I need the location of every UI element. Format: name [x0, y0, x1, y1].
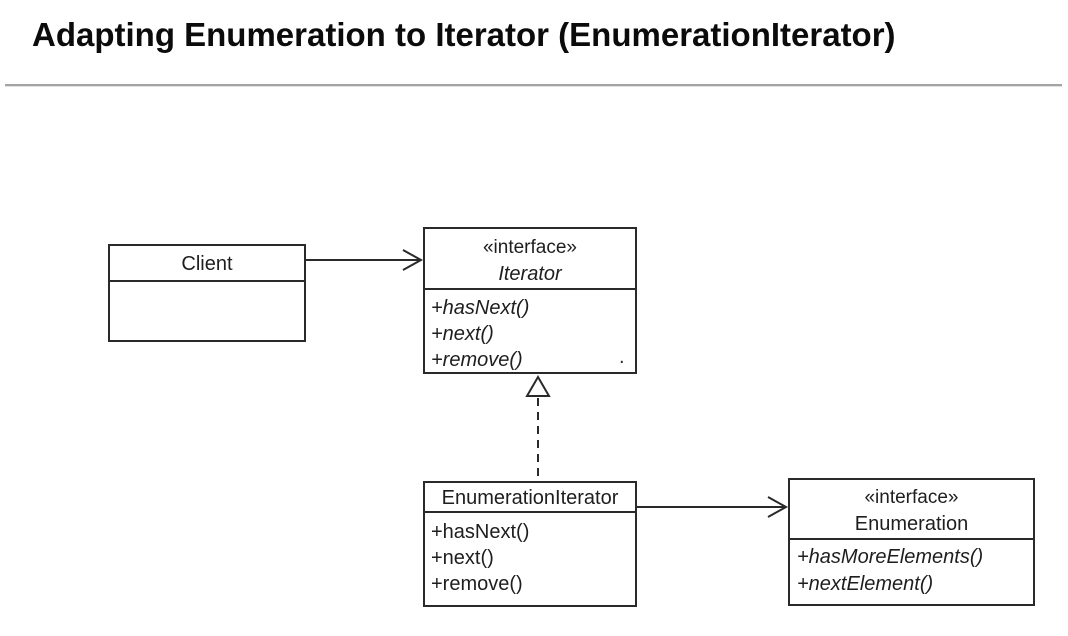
method-remove: +remove(): [431, 573, 523, 595]
stray-period-mark: .: [619, 346, 625, 368]
class-box-enumerationiterator: EnumerationIterator +hasNext() +next() +…: [423, 481, 637, 607]
method-hasnext: +hasNext(): [431, 521, 530, 543]
stereotype-iterator: «interface»: [482, 237, 577, 258]
method-remove: +remove(): [431, 349, 523, 371]
class-name-enumerationiterator: EnumerationIterator: [425, 483, 635, 513]
method-next: +next(): [431, 547, 494, 569]
hollow-triangle-icon: [525, 375, 551, 397]
association-client-to-iterator: [306, 249, 424, 271]
stereotype-enumeration: «interface»: [864, 487, 959, 508]
class-box-iterator: «interface» Iterator +hasNext() +next() …: [423, 227, 637, 374]
method-next: +next(): [431, 323, 494, 345]
class-body-client-empty: [110, 282, 304, 287]
open-arrowhead-icon: [767, 496, 789, 518]
page-title: Adapting Enumeration to Iterator (Enumer…: [32, 16, 896, 53]
realization-enumerationiterator-to-iterator: [525, 375, 551, 480]
open-arrowhead-icon: [402, 249, 424, 271]
association-enumerationiterator-to-enumeration: [637, 496, 789, 518]
class-name-client: Client: [110, 246, 304, 282]
method-nextelement: +nextElement(): [797, 573, 934, 595]
title-divider: [5, 84, 1062, 87]
method-hasmoreelements: +hasMoreElements(): [797, 546, 984, 568]
class-box-enumeration: «interface» Enumeration +hasMoreElements…: [788, 478, 1035, 606]
class-box-client: Client: [108, 244, 306, 342]
method-hasnext: +hasNext(): [431, 297, 530, 319]
class-name-iterator: Iterator: [498, 263, 562, 285]
class-name-enumeration: Enumeration: [854, 513, 969, 535]
